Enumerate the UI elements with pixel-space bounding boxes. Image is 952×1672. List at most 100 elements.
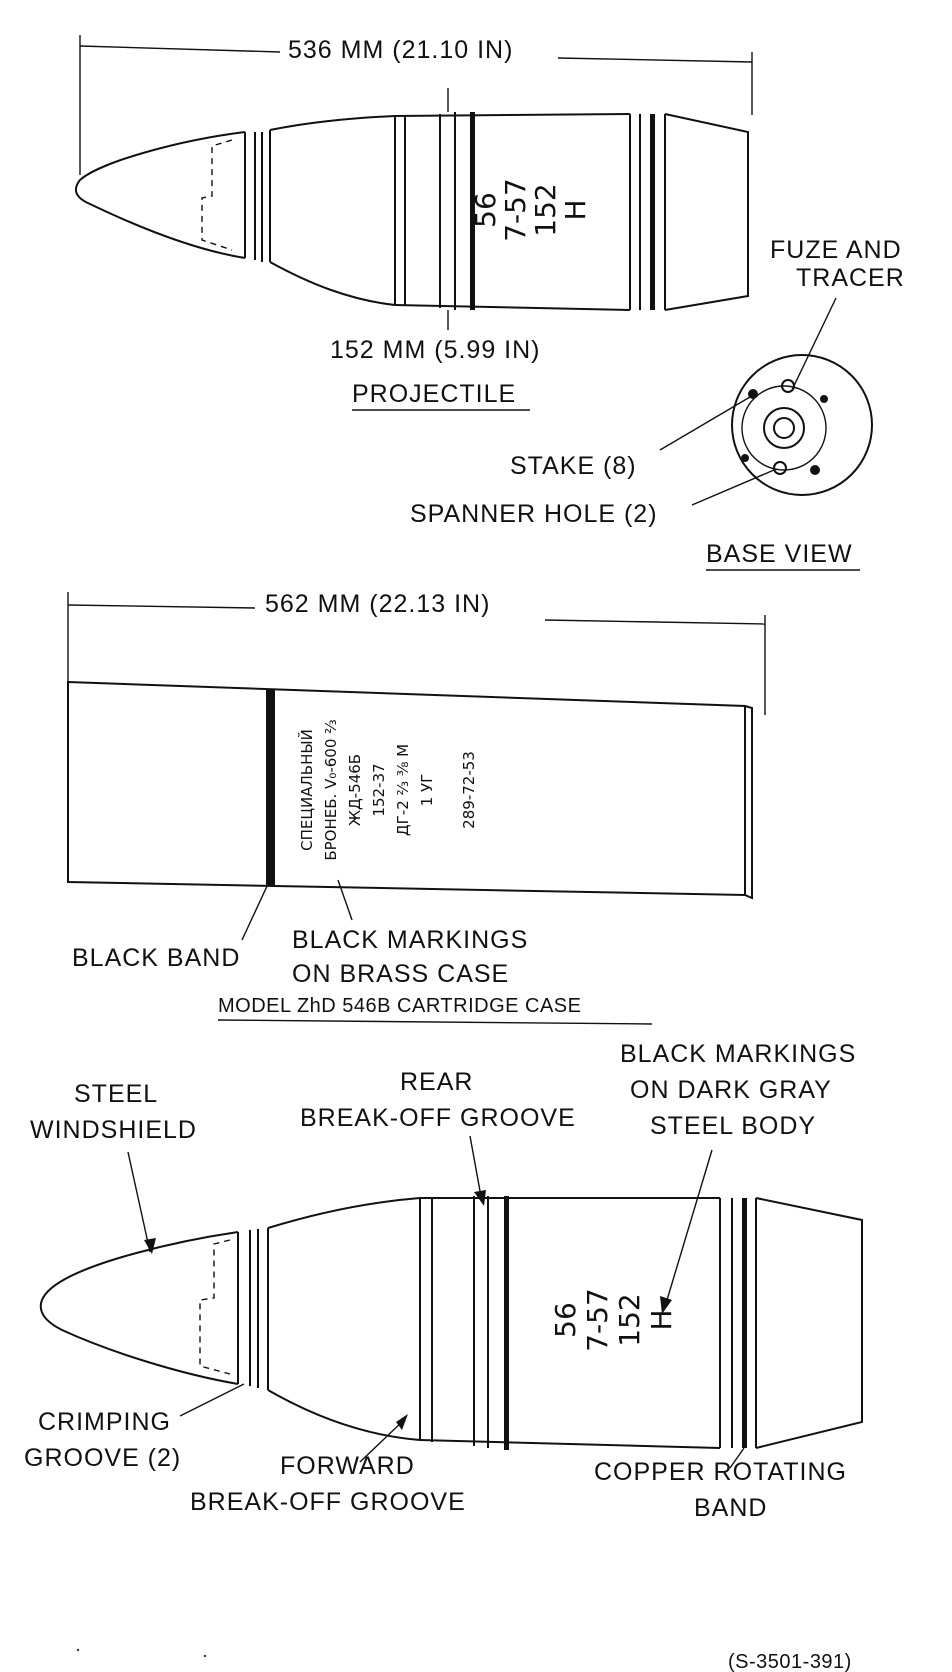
case-markings-label-1: BLACK MARKINGS <box>292 926 528 954</box>
fuze-leader <box>791 297 837 391</box>
stake-2 <box>820 395 828 403</box>
detail-mark-4: H <box>645 1309 678 1330</box>
windshield-label-2: WINDSHIELD <box>30 1116 197 1144</box>
body-markings-arrow <box>660 1296 672 1314</box>
markings-leader <box>337 879 353 921</box>
detail-base <box>755 1197 863 1449</box>
case-dim-line-right <box>544 619 766 625</box>
projectile-nose <box>74 131 246 259</box>
base-view-title: BASE VIEW <box>706 540 853 568</box>
base-inner-circle <box>741 385 827 471</box>
detail-top-shoulder <box>267 1197 421 1229</box>
fuze-label-1: FUZE AND <box>770 236 902 264</box>
detail-groove-e <box>504 1196 509 1450</box>
body-bottom-edge <box>394 304 631 311</box>
detail-mark-3: 152 <box>613 1293 646 1346</box>
body-mark-3: 152 <box>529 183 562 236</box>
forward-groove-label-1: FORWARD <box>280 1452 415 1480</box>
crimping-label-2: GROOVE (2) <box>24 1444 181 1472</box>
case-rim <box>744 705 753 900</box>
stake-leader <box>659 396 751 451</box>
black-band-leader <box>241 883 269 941</box>
fuze-ring <box>763 407 805 449</box>
band-line-3 <box>650 114 655 310</box>
case-dim-line-left <box>67 604 256 609</box>
fuze-center <box>773 417 795 439</box>
length-dim-line-right <box>557 57 753 63</box>
spanner-leader <box>691 469 775 506</box>
case-length-label: 562 MM (22.13 IN) <box>265 590 490 618</box>
rear-groove-label-1: REAR <box>400 1068 473 1096</box>
case-black-band <box>266 690 275 886</box>
stake-1 <box>748 389 758 399</box>
copper-band-label-1: COPPER ROTATING <box>594 1458 847 1486</box>
spanner-hole-2 <box>773 461 787 475</box>
case-mark-6: 1 УГ <box>418 774 436 807</box>
detail-nose-hidden-line <box>199 1239 231 1375</box>
body-mark-1: 56 <box>469 192 502 228</box>
crimping-leader <box>179 1383 245 1417</box>
detail-bottom-shoulder <box>267 1389 421 1441</box>
groove-e <box>470 112 475 310</box>
detail-body-marks: 56 7-57 152 H <box>549 1288 678 1352</box>
detail-mark-1: 56 <box>549 1302 582 1338</box>
case-mark-7: 289-72-53 <box>460 751 478 829</box>
detail-band-3 <box>742 1198 747 1448</box>
base-view: FUZE AND TRACER STAKE (8) SPANNER HOLE (… <box>410 236 905 571</box>
case-title: MODEL ZhD 546B CARTRIDGE CASE <box>218 995 581 1017</box>
body-markings-label-1: BLACK MARKINGS <box>620 1040 856 1068</box>
case-mark-3: ЖД-546Б <box>346 754 364 826</box>
detail-body-bottom <box>419 1439 721 1449</box>
projectile-diameter-label: 152 MM (5.99 IN) <box>330 336 541 364</box>
body-markings-label-3: STEEL BODY <box>650 1112 816 1140</box>
body-markings-leader <box>663 1149 713 1311</box>
projectile-detail: STEEL WINDSHIELD REAR BREAK-OFF GROOVE B… <box>24 1040 863 1522</box>
spanner-hole-1 <box>781 379 795 393</box>
stake-label: STAKE (8) <box>510 452 637 480</box>
body-mark-4: H <box>559 199 592 220</box>
windshield-arrow <box>144 1238 156 1254</box>
detail-mark-2: 7-57 <box>581 1288 614 1352</box>
figure-id: (S-3501-391) <box>728 1651 852 1672</box>
spanner-hole-label: SPANNER HOLE (2) <box>410 500 658 528</box>
length-dim-line-left <box>79 45 281 53</box>
stake-3 <box>741 454 749 462</box>
body-mark-2: 7-57 <box>499 178 532 242</box>
scan-speck-2 <box>203 1654 207 1658</box>
case-mark-5: ДГ-2 ⅔ ⅜ М <box>394 744 412 836</box>
forward-groove-label-2: BREAK-OFF GROOVE <box>190 1488 466 1516</box>
projectile-top: 536 MM (21.10 IN) 56 7-57 152 <box>74 35 753 411</box>
body-top-edge <box>394 113 631 117</box>
detail-nose <box>39 1231 239 1385</box>
projectile-length-label: 536 MM (21.10 IN) <box>288 36 513 64</box>
projectile-bottom-shoulder <box>269 261 396 306</box>
case-markings-label-2: ON BRASS CASE <box>292 960 509 988</box>
windshield-label-1: STEEL <box>74 1080 158 1108</box>
case-title-underline <box>217 1019 653 1025</box>
forward-groove-leader <box>359 1419 405 1463</box>
projectile-nose-hidden-line <box>201 139 233 251</box>
case-mark-2: БРОНЕБ. V₀-600 ⅔ <box>322 719 340 860</box>
copper-band-label-2: BAND <box>694 1494 767 1522</box>
projectile-body-marks: 56 7-57 152 H <box>469 178 592 242</box>
windshield-leader <box>127 1151 151 1253</box>
body-markings-label-2: ON DARK GRAY <box>630 1076 832 1104</box>
projectile-top-shoulder <box>269 115 396 131</box>
fuze-label-2: TRACER <box>796 264 905 292</box>
forward-groove-arrow <box>396 1414 408 1430</box>
base-outer-circle <box>731 354 873 496</box>
rear-groove-label-2: BREAK-OFF GROOVE <box>300 1104 576 1132</box>
stake-4 <box>810 465 820 475</box>
projectile-title: PROJECTILE <box>352 380 516 408</box>
black-band-label: BLACK BAND <box>72 944 240 972</box>
cartridge-case: 562 MM (22.13 IN) СПЕЦИАЛЬНЫЙ БРОНЕБ. V₀… <box>67 590 766 1025</box>
case-markings: СПЕЦИАЛЬНЫЙ БРОНЕБ. V₀-600 ⅔ ЖД-546Б 152… <box>297 719 478 860</box>
crimping-label-1: CRIMPING <box>38 1408 171 1436</box>
case-mark-4: 152-37 <box>370 763 388 816</box>
copper-band-leader <box>729 1447 745 1469</box>
case-mark-1: СПЕЦИАЛЬНЫЙ <box>297 729 316 851</box>
projectile-base <box>664 113 749 311</box>
scan-speck-1 <box>76 1648 80 1652</box>
